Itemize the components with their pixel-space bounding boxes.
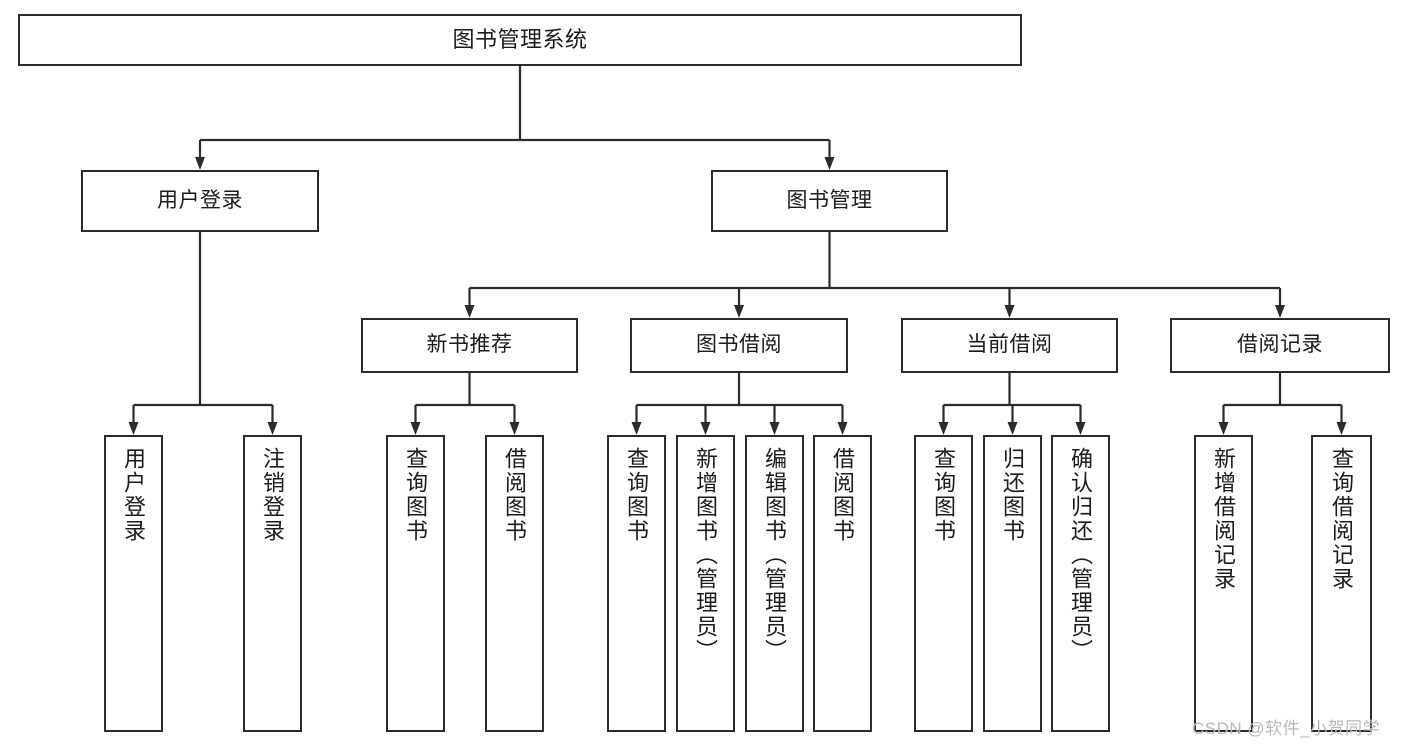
arrowhead-icon [824,157,835,170]
arrowhead-icon [1275,305,1285,318]
node-leaf-query-book-1[interactable]: 查询图书 [386,435,445,732]
arrowhead-icon [700,422,711,435]
arrowhead-icon [464,305,475,318]
node-label: 用户登录 [157,188,243,212]
node-leaf-add-book[interactable]: 新增图书（管理员） [676,435,735,732]
node-book-manage[interactable]: 图书管理 [711,170,948,232]
arrowhead-icon [1004,305,1015,318]
node-label: 编辑图书（管理员） [762,447,788,663]
node-leaf-return-book[interactable]: 归还图书 [983,435,1042,732]
node-leaf-query-book-3[interactable]: 查询图书 [914,435,973,732]
node-leaf-edit-book[interactable]: 编辑图书（管理员） [745,435,804,732]
arrowhead-icon [195,157,205,170]
arrowhead-icon [128,422,139,435]
node-leaf-query-record[interactable]: 查询借阅记录 [1311,435,1372,732]
arrowhead-icon [769,422,780,435]
node-leaf-confirm-return[interactable]: 确认归还（管理员） [1051,435,1110,732]
node-label: 图书管理系统 [452,27,588,53]
node-root[interactable]: 图书管理系统 [18,14,1022,66]
node-leaf-borrow-book-1[interactable]: 借阅图书 [485,435,544,732]
node-label: 借阅图书 [502,447,528,543]
node-label: 确认归还（管理员） [1068,447,1094,663]
arrowhead-icon [837,422,848,435]
node-user-login[interactable]: 用户登录 [81,170,319,232]
arrowhead-icon [1075,422,1086,435]
node-leaf-add-record[interactable]: 新增借阅记录 [1194,435,1253,732]
node-new-book-rec[interactable]: 新书推荐 [361,318,578,373]
node-label: 查询借阅记录 [1329,447,1355,591]
node-label: 用户登录 [121,447,147,543]
node-label: 归还图书 [1000,447,1026,543]
node-label: 查询图书 [403,447,429,543]
arrowhead-icon [938,422,949,435]
arrowhead-icon [1336,422,1347,435]
node-book-borrow[interactable]: 图书借阅 [630,318,848,373]
arrowhead-icon [509,422,520,435]
node-current-borrow[interactable]: 当前借阅 [901,318,1118,373]
arrowhead-icon [734,305,744,318]
node-label: 注销登录 [260,447,286,543]
node-label: 图书借阅 [696,333,782,357]
node-label: 图书管理 [786,188,873,212]
node-leaf-user-login[interactable]: 用户登录 [104,435,163,732]
node-leaf-query-book-2[interactable]: 查询图书 [607,435,666,732]
arrowhead-icon [631,422,642,435]
arrowhead-icon [410,422,421,435]
arrowhead-icon [1218,422,1229,435]
node-label: 新增借阅记录 [1211,447,1237,591]
node-label: 查询图书 [624,447,650,543]
node-borrow-record[interactable]: 借阅记录 [1170,318,1390,373]
node-label: 新书推荐 [426,333,513,357]
node-label: 新增图书（管理员） [693,447,719,663]
node-label: 当前借阅 [966,333,1053,357]
node-leaf-logout[interactable]: 注销登录 [243,435,302,732]
node-leaf-borrow-book-2[interactable]: 借阅图书 [813,435,872,732]
node-label: 借阅图书 [830,447,856,543]
node-label: 借阅记录 [1237,333,1323,357]
arrowhead-icon [1007,422,1018,435]
arrowhead-icon [267,422,278,435]
node-label: 查询图书 [931,447,957,543]
